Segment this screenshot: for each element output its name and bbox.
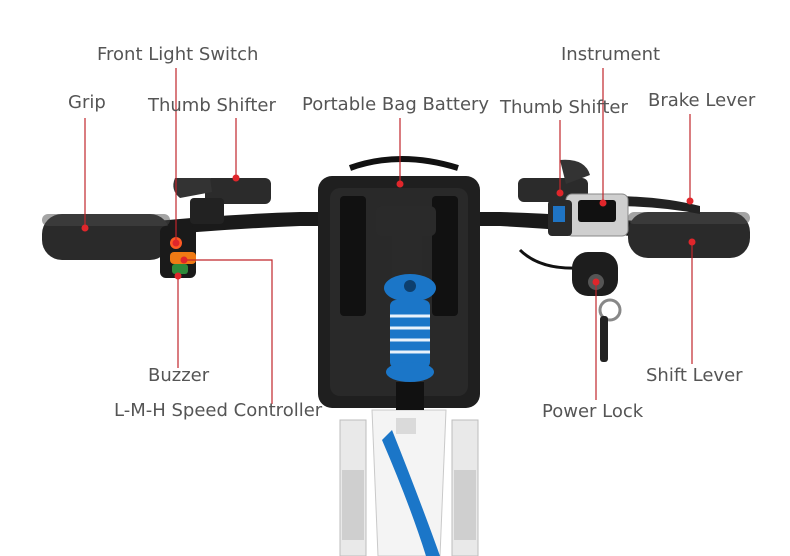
dot-instrument [599,199,607,207]
dot-shift-lever [688,238,696,246]
dot-thumb-shifter-right [556,189,564,197]
left-switch-cluster [160,226,196,278]
label-instrument: Instrument [561,44,661,65]
power-lock [518,248,622,362]
handlebar [90,212,700,244]
left-grip [42,214,170,260]
dot-thumb-shifter-left [232,174,240,182]
dot-portable-bag-battery [396,180,404,188]
label-speed-controller: L-M-H Speed Controller [114,400,323,421]
label-front-light-switch: Front Light Switch [97,44,259,65]
label-shift-lever: Shift Lever [646,365,743,386]
label-portable-bag-battery: Portable Bag Battery [302,94,490,115]
label-brake-lever: Brake Lever [648,90,756,111]
label-buzzer: Buzzer [148,365,210,386]
marker-dots [81,174,696,286]
dot-brake-lever [686,197,694,205]
instrument-display [548,193,629,237]
right-brake-lever [610,196,700,214]
label-power-lock: Power Lock [542,401,644,422]
right-grip [628,212,750,258]
front-fork [339,409,479,556]
leader-lines [84,68,693,404]
label-grip: Grip [68,92,106,113]
label-thumb-shifter-left: Thumb Shifter [148,95,276,116]
leader-speed-controller [184,259,273,404]
dot-grip [81,224,89,232]
dot-buzzer [174,272,182,280]
label-thumb-shifter-right: Thumb Shifter [500,97,628,118]
dot-power-lock [592,278,600,286]
dot-speed-controller [180,256,188,264]
left-thumb-shifter [173,178,271,224]
dot-front-light-switch [172,239,180,247]
stem-head-tube [376,206,436,410]
